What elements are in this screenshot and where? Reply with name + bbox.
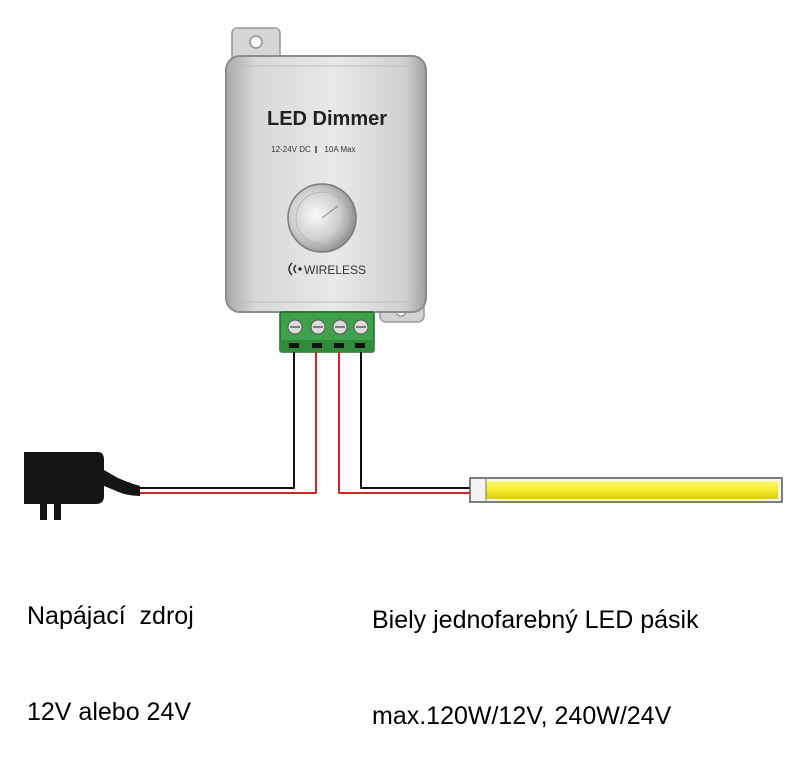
wiring-diagram: LED Dimmer 12-24V DC 10A Max WIRELESS (24, 27, 783, 520)
device-title: LED Dimmer (267, 108, 387, 130)
wire-red-power (140, 352, 317, 494)
power-supply-title: Napájací zdroj (27, 602, 194, 630)
led-strip-title: Biely jednofarebný LED pásik (372, 606, 699, 634)
led-strip-caption: Biely jednofarebný LED pásik max.120W/12… (372, 540, 699, 764)
wireless-label: WIRELESS (304, 263, 366, 277)
terminal-block (279, 311, 375, 353)
led-strip-power: max.120W/12V, 240W/24V (372, 702, 672, 730)
mounting-hole-top (249, 35, 263, 49)
rotary-knob-icon[interactable] (287, 183, 357, 253)
wire-black-power (140, 352, 295, 489)
spec-voltage: 12-24V DC (271, 145, 311, 154)
led-strip (469, 477, 783, 503)
wireless-signal-icon (288, 262, 302, 276)
wire-red-led (338, 352, 470, 494)
spec-current: 10A Max (324, 145, 355, 154)
wire-black-led (360, 352, 470, 489)
wires (140, 352, 470, 494)
dimmer-face-inset (235, 65, 417, 303)
power-adapter-icon (24, 452, 140, 520)
led-dimmer-device: LED Dimmer 12-24V DC 10A Max WIRELESS (225, 27, 427, 353)
power-supply-caption: Napájací zdroj 12V alebo 24V (27, 536, 194, 760)
screw-terminal-icon (287, 319, 369, 335)
power-supply-voltage: 12V alebo 24V (27, 698, 192, 726)
